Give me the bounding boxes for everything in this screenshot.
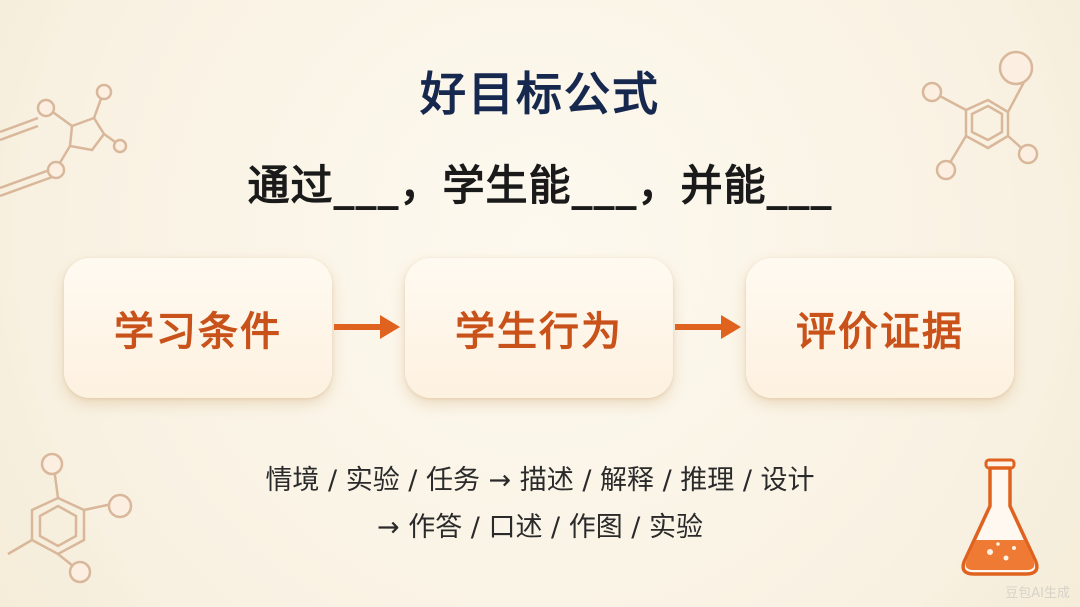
card-student-behavior: 学生行为 xyxy=(405,258,673,398)
watermark: 豆包AI生成 xyxy=(1005,586,1070,601)
description-line-2: → 作答 / 口述 / 作图 / 实验 xyxy=(377,512,703,543)
card-evaluation-evidence: 评价证据 xyxy=(746,258,1014,398)
molecule-icon xyxy=(7,452,133,584)
card-learning-conditions: 学习条件 xyxy=(64,258,332,398)
formula-text: 通过___，学生能___，并能___ xyxy=(247,161,833,210)
card-label: 评价证据 xyxy=(796,309,964,355)
arrow-right-icon xyxy=(334,315,400,339)
flask-icon xyxy=(961,458,1039,576)
arrow-right-icon xyxy=(675,315,741,339)
molecule-icon xyxy=(921,50,1039,181)
page-title: 好目标公式 xyxy=(420,67,660,121)
molecule-icon xyxy=(0,83,128,198)
card-label: 学生行为 xyxy=(455,309,623,355)
card-label: 学习条件 xyxy=(114,309,282,355)
description-line-1: 情境 / 实验 / 任务 → 描述 / 解释 / 推理 / 设计 xyxy=(265,465,815,496)
